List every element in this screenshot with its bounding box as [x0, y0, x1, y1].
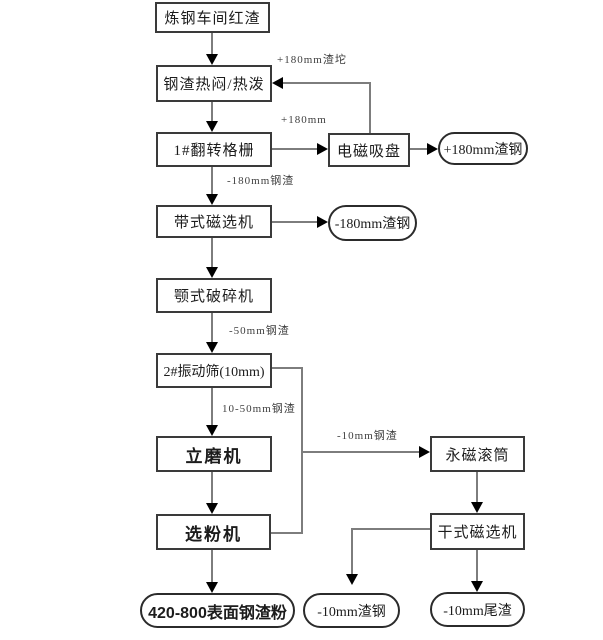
connector-line — [272, 148, 317, 150]
arrowhead-down-icon — [206, 194, 218, 205]
node-dry-magnetic-separator: 干式磁选机 — [430, 513, 525, 550]
node-jaw-crusher: 颚式破碎机 — [156, 278, 272, 313]
node-turning-grate-1: 1#翻转格栅 — [156, 132, 272, 167]
arrowhead-down-icon — [206, 121, 218, 132]
edge-label-10-50mm-slag: 10-50mm钢渣 — [222, 403, 296, 415]
connector-line — [211, 102, 213, 121]
arrowhead-down-icon — [471, 581, 483, 592]
terminal-minus-10mm-tailings: -10mm尾渣 — [430, 592, 525, 627]
connector-line — [351, 528, 430, 530]
connector-line — [476, 550, 478, 581]
arrowhead-down-icon — [206, 342, 218, 353]
arrowhead-right-icon — [427, 143, 438, 155]
node-vertical-mill: 立磨机 — [156, 436, 272, 472]
connector-line — [211, 238, 213, 267]
connector-line — [476, 472, 478, 502]
terminal-minus-10mm-slag-steel: -10mm渣钢 — [303, 593, 400, 628]
connector-line — [283, 82, 371, 84]
connector-line — [272, 221, 317, 223]
connector-line — [301, 367, 303, 534]
arrowhead-right-icon — [419, 446, 430, 458]
connector-line — [369, 82, 371, 133]
connector-line — [410, 148, 427, 150]
node-powder-classifier: 选粉机 — [156, 514, 271, 550]
connector-line — [211, 167, 213, 194]
connector-line — [351, 528, 353, 574]
edge-label-plus-180mm: +180mm — [281, 114, 327, 126]
node-electromagnetic-chuck: 电磁吸盘 — [328, 133, 410, 167]
arrowhead-down-icon — [206, 503, 218, 514]
connector-line — [211, 388, 213, 425]
node-permanent-magnet-drum: 永磁滚筒 — [430, 436, 525, 472]
connector-line — [211, 472, 213, 503]
node-vibrating-screen-2: 2#振动筛(10mm) — [156, 353, 272, 388]
arrowhead-down-icon — [471, 502, 483, 513]
edge-label-minus-180mm-slag: -180mm钢渣 — [227, 175, 295, 187]
connector-line — [211, 550, 213, 582]
arrowhead-down-icon — [206, 582, 218, 593]
arrowhead-down-icon — [206, 267, 218, 278]
arrowhead-left-icon — [272, 77, 283, 89]
node-red-slag: 炼钢车间红渣 — [155, 2, 270, 33]
node-belt-magnetic-separator: 带式磁选机 — [156, 205, 272, 238]
node-hot-stew: 钢渣热闷/热泼 — [156, 65, 272, 102]
arrowhead-down-icon — [346, 574, 358, 585]
terminal-minus-180mm-slag-steel: -180mm渣钢 — [328, 205, 417, 241]
edge-label-minus-10mm-slag: -10mm钢渣 — [337, 430, 398, 442]
arrowhead-down-icon — [206, 425, 218, 436]
edge-label-plus-180mm-lump: +180mm渣坨 — [277, 54, 347, 66]
connector-line — [211, 33, 213, 54]
edge-label-minus-50mm-slag: -50mm钢渣 — [229, 325, 290, 337]
connector-line — [271, 532, 302, 534]
arrowhead-right-icon — [317, 216, 328, 228]
terminal-plus-180mm-slag-steel: +180mm渣钢 — [438, 132, 528, 165]
terminal-surface-slag-powder: 420-800表面钢渣粉 — [140, 593, 295, 628]
connector-line — [211, 313, 213, 342]
arrowhead-right-icon — [317, 143, 328, 155]
connector-line — [302, 451, 419, 453]
connector-line — [272, 367, 303, 369]
arrowhead-down-icon — [206, 54, 218, 65]
